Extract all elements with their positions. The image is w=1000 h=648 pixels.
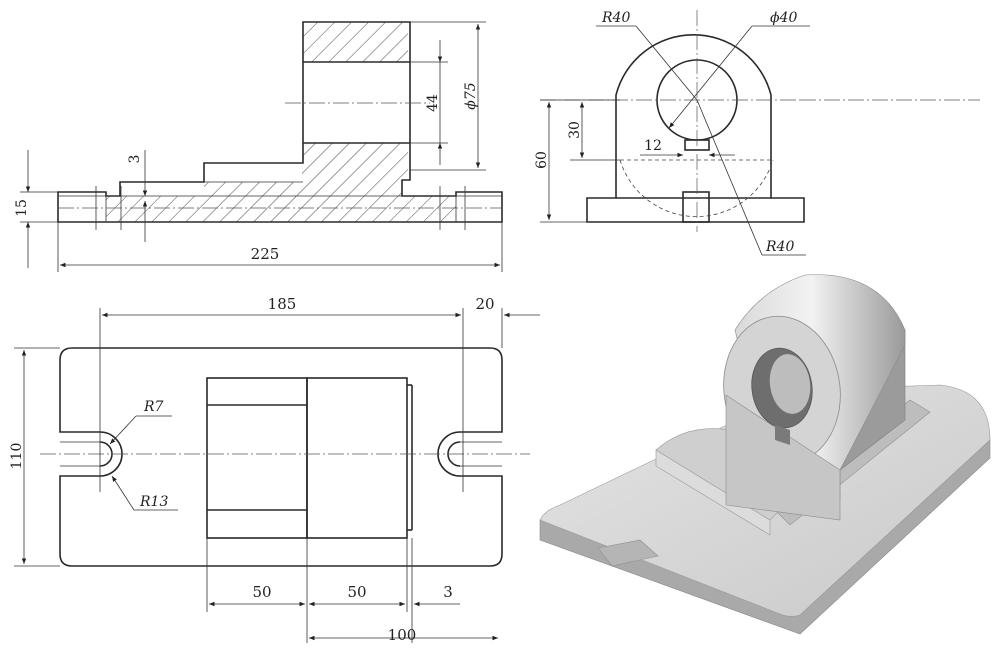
top-plate-outline [59,347,503,567]
top-110-label: 110 [9,443,25,470]
dim-3-label: 3 [127,155,143,164]
side-r40-top-label: R40 [601,10,630,26]
dim-225-label: 225 [251,245,280,263]
dim-44-label: 44 [425,94,441,112]
isometric-model [539,274,991,635]
section-hatch-boss-bottom [303,143,408,180]
side-30-label: 30 [567,121,583,139]
top-50-right-label: 50 [347,583,366,601]
side-60-label: 60 [534,151,550,169]
top-20-label: 20 [475,295,494,313]
top-r7-label: R7 [143,399,164,415]
side-outline [586,34,805,223]
side-12-label: 12 [644,138,662,154]
side-view: R40 ϕ40 30 60 12 R40 [534,10,980,256]
top-view: 185 20 110 R7 R13 50 50 3 1 [9,295,540,644]
top-r13-label: R13 [139,494,168,510]
dim-phi75-label: ϕ75 [463,82,479,109]
top-3-label: 3 [443,583,453,601]
section-hatch-base [106,150,456,222]
side-r40-bottom-label: R40 [765,239,794,255]
front-section-view: 15 3 225 44 ϕ75 [14,21,503,272]
dim-15-label: 15 [14,199,30,217]
side-phi40-label: ϕ40 [770,10,797,26]
top-100-label: 100 [388,626,417,643]
section-hatch-boss-top [303,22,408,62]
top-185-label: 185 [268,295,297,313]
top-50-left-label: 50 [252,583,271,601]
